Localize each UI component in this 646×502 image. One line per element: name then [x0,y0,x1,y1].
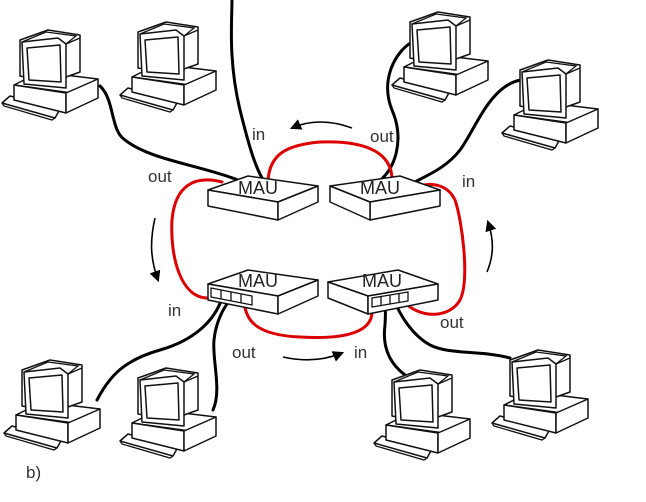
label-bottom-right-in: in [354,343,367,362]
computer-pc-top-right-1 [391,11,489,103]
computer-icon [373,369,471,461]
mau-bottom-left: MAU [207,269,319,315]
computer-pc-bottom-left-1 [3,359,101,451]
cable-pc-top-right-1 [376,40,414,184]
arrow-bottom [282,351,345,362]
station-cables [95,0,523,412]
cable-pc-top-left-1 [98,84,240,182]
ring-cable-top-left-to-bottom-left [170,178,224,300]
computer-pc-bottom-right-1 [373,369,471,461]
computer-pc-bottom-left-2 [119,367,217,459]
computer-pc-bottom-right-2 [491,349,589,441]
cable-pc-top-left-2 [229,0,264,180]
arrow-left [149,217,161,283]
label-top-right-in: in [462,172,475,191]
label-top-left-in: in [252,125,265,144]
ring-cable-bottom-right-to-top-right [400,182,467,316]
label-bottom-left-in: in [168,301,181,320]
mau-bottom-right: MAU [327,269,439,315]
cable-pc-bottom-left-2 [211,296,234,412]
arrow-top [289,119,353,130]
label-top-right-out: out [370,127,394,146]
computer-pc-top-right-2 [501,59,599,151]
cable-pc-top-right-2 [408,78,523,187]
label-top-left-out: out [148,167,172,186]
label-bottom-left-out: out [232,343,256,362]
computer-pc-top-left-1 [1,29,99,121]
cable-pc-bottom-right-2 [392,298,512,360]
label-bottom-right-out: out [440,313,464,332]
arrow-right [485,219,497,273]
ring-cables [170,140,467,340]
figure-caption: b) [26,463,41,482]
mau-label: MAU [238,271,278,291]
cable-pc-bottom-left-1 [95,296,224,402]
computer-icon [391,11,489,103]
computer-icon [119,367,217,459]
computer-icon [501,59,599,151]
ring-direction-arrows [149,119,497,362]
mau-label: MAU [238,178,278,198]
computer-icon [119,21,217,113]
computer-icon [3,359,101,451]
computer-icon [1,29,99,121]
mau-top-right: MAU [329,175,441,221]
cable-pc-bottom-right-1 [382,298,407,377]
mau-label: MAU [360,178,400,198]
ring-cable-top-left-to-top-right [266,140,394,182]
mau-label: MAU [362,271,402,291]
computer-icon [491,349,589,441]
computer-pc-top-left-2 [119,21,217,113]
ring-cable-bottom-left-to-bottom-right [242,298,374,340]
mau-top-left: MAU [207,175,319,221]
